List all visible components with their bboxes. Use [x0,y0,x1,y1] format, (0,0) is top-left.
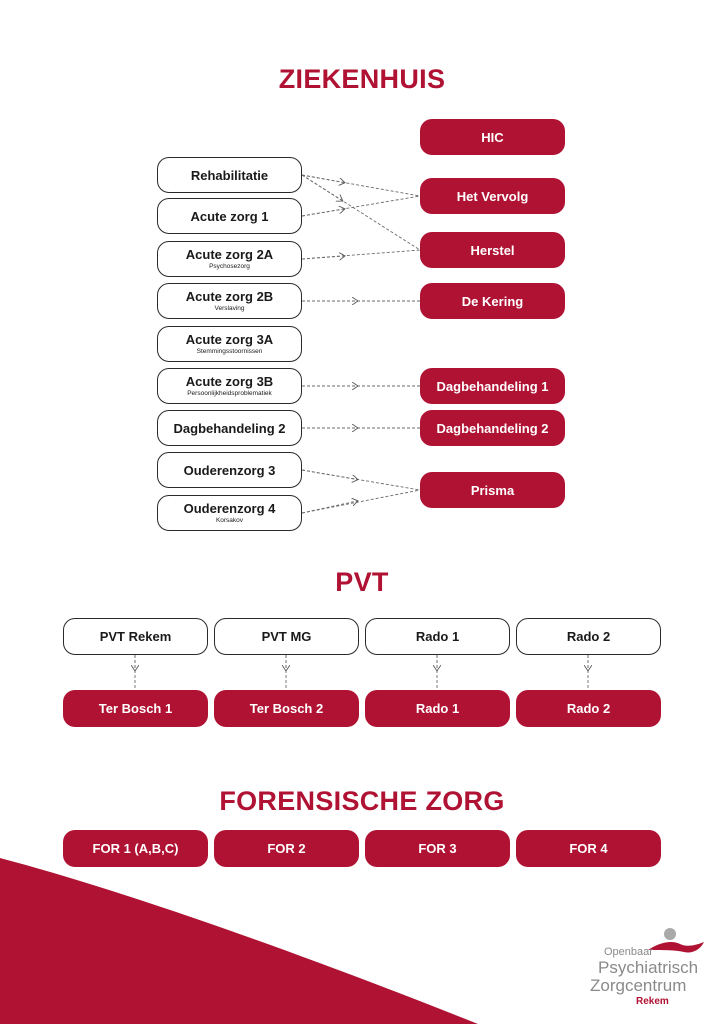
node-acute-zorg-1: Acute zorg 1 [157,198,302,234]
node-pvt-mg: PVT MG [214,618,359,655]
node-for-2: FOR 2 [214,830,359,867]
node-for-3: FOR 3 [365,830,510,867]
node-label: Acute zorg 2A [185,247,274,263]
node-label: PVT MG [261,629,312,644]
node-label: Ter Bosch 2 [249,701,324,716]
node-label: Dagbehandeling 2 [436,420,549,436]
node-acute-zorg-2b: Acute zorg 2B Verslaving [157,283,302,319]
node-rehabilitatie: Rehabilitatie [157,157,302,193]
node-label: FOR 2 [267,841,306,856]
node-label: PVT Rekem [99,629,172,644]
node-ter-bosch-2: Ter Bosch 2 [214,690,359,727]
node-dagbehandeling-2-left: Dagbehandeling 2 [157,410,302,446]
node-rado-1: Rado 1 [365,690,510,727]
node-sublabel: Verslaving [214,305,245,313]
node-label: Dagbehandeling 1 [436,378,549,394]
node-label: Rado 1 [415,701,460,716]
node-label: Herstel [470,242,515,258]
node-rado-2: Rado 2 [516,690,661,727]
node-sublabel: Persoonlijkheidsproblematiek [187,390,272,398]
node-het-vervolg: Het Vervolg [420,178,565,214]
node-label: Acute zorg 1 [190,208,269,224]
node-de-kering: De Kering [420,283,565,319]
node-dagbehandeling-2-right: Dagbehandeling 2 [420,410,565,446]
node-acute-zorg-3b: Acute zorg 3B Persoonlijkheidsproblemati… [157,368,302,404]
node-pvt-rekem: PVT Rekem [63,618,208,655]
node-for-4: FOR 4 [516,830,661,867]
node-hic: HIC [420,119,565,155]
node-dagbehandeling-1: Dagbehandeling 1 [420,368,565,404]
node-label: FOR 1 (A,B,C) [92,841,179,856]
node-for-1: FOR 1 (A,B,C) [63,830,208,867]
connector-rehabilitatie-herstel [301,174,421,251]
node-pvt-rado-2: Rado 2 [516,618,661,655]
node-label: De Kering [461,293,524,309]
node-ter-bosch-1: Ter Bosch 1 [63,690,208,727]
node-label: Ouderenzorg 4 [183,501,276,517]
node-label: FOR 3 [418,841,457,856]
node-label: Acute zorg 3B [185,374,274,390]
node-ouderenzorg-3: Ouderenzorg 3 [157,452,302,488]
node-sublabel: Stemmingsstoornissen [196,348,263,356]
section-title-forensische-zorg: FORENSISCHE ZORG [219,786,505,816]
logo-text-zorgcentrum: Zorgcentrum [590,976,687,995]
node-label: Acute zorg 2B [185,289,274,305]
node-label: HIC [481,129,504,145]
node-acute-zorg-3a: Acute zorg 3A Stemmingsstoornissen [157,326,302,362]
node-herstel: Herstel [420,232,565,268]
logo-mark-icon [648,928,704,953]
node-label: Acute zorg 3A [185,332,274,348]
node-label: Het Vervolg [456,188,529,204]
node-label: Ter Bosch 1 [98,701,173,716]
node-ouderenzorg-4: Ouderenzorg 4 Korsakov [157,495,302,531]
node-label: Ouderenzorg 3 [183,462,276,478]
section-title-ziekenhuis: ZIEKENHUIS [278,64,446,94]
node-acute-zorg-2a: Acute zorg 2A Psychosezorg [157,241,302,277]
node-label: Rehabilitatie [190,167,269,183]
logo-text-rekem: Rekem [636,996,669,1007]
logo-text-openbaar: Openbaar [604,946,653,958]
node-prisma: Prisma [420,472,565,508]
node-label: Rado 1 [415,629,460,644]
node-label: Rado 2 [566,629,611,644]
node-sublabel: Korsakov [215,517,244,525]
connector-ouderenzorg-4-prisma [301,489,421,514]
section-title-pvt: PVT [335,567,389,597]
node-sublabel: Psychosezorg [209,263,250,271]
node-pvt-rado-1: Rado 1 [365,618,510,655]
node-label: FOR 4 [569,841,608,856]
node-label: Dagbehandeling 2 [173,420,286,436]
node-label: Prisma [470,482,515,498]
organization-logo: Openbaar Psychiatrisch Zorgcentrum Rekem [560,920,720,1020]
logo-text-psychiatrisch: Psychiatrisch [598,958,699,977]
node-label: Rado 2 [566,701,611,716]
